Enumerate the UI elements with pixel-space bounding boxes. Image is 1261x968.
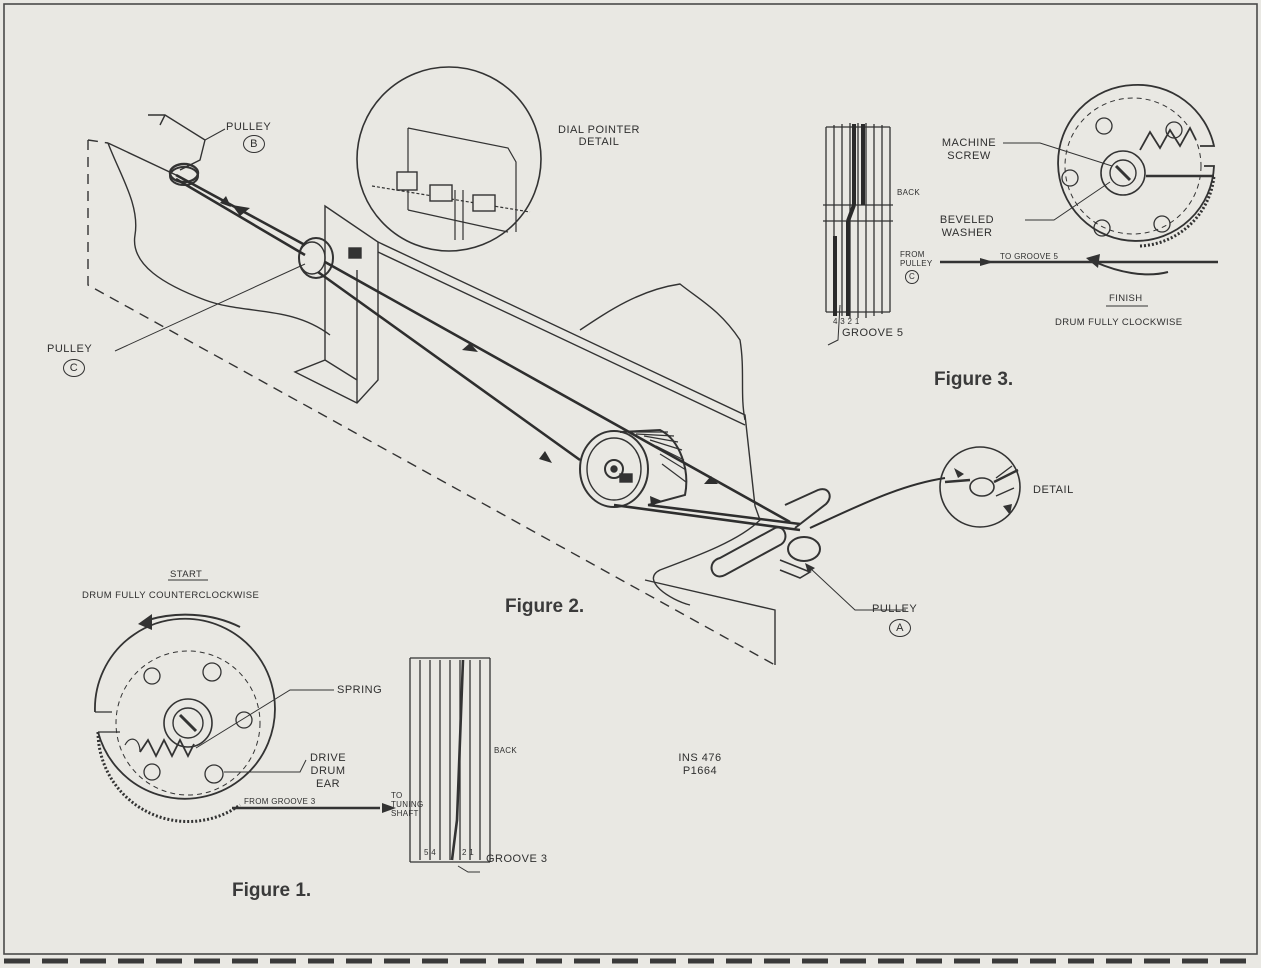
figure-1-caption: Figure 1.	[232, 880, 312, 901]
figure-1-diagram	[94, 579, 491, 873]
figure-3-caption: Figure 3.	[934, 369, 1014, 390]
to-tuning-shaft-label-3: SHAFT	[391, 809, 419, 818]
start-label: START	[170, 569, 203, 580]
finish-label: FINISH	[1109, 293, 1143, 304]
spring-label: SPRING	[337, 684, 383, 696]
groove-5-label: GROOVE 5	[842, 327, 904, 339]
ins-code-line-2: P1664	[682, 765, 718, 777]
beveled-washer-label-2: WASHER	[941, 227, 993, 239]
chassis-cutaway-right	[579, 283, 761, 606]
dial-pointer-detail	[356, 66, 542, 252]
chassis-top-rail	[107, 142, 177, 176]
drive-drum-ear-label-3: EAR	[315, 778, 341, 790]
to-tuning-shaft-label-2: TUNING	[391, 800, 424, 809]
fig1-back-label: BACK	[494, 746, 517, 755]
pulley-c-label: PULLEY	[47, 343, 93, 355]
detail-label: DETAIL	[1033, 484, 1074, 496]
cord-knot-detail	[939, 446, 1021, 528]
drive-drum-ear-label-2: DRUM	[310, 765, 346, 777]
dial-scale-plate	[377, 241, 756, 507]
dial-pointer-detail-label-2: DETAIL	[578, 136, 620, 148]
pulley-b-letter: B	[243, 135, 265, 153]
figure-3-diagram	[823, 83, 1218, 346]
drive-drum-ear-label-1: DRIVE	[309, 752, 347, 764]
tuning-drum	[579, 430, 649, 508]
fig1-groove-numbers-right: 2 1	[462, 848, 475, 857]
pulley-b-label: PULLEY	[226, 121, 272, 133]
to-groove-5-label: TO GROOVE 5	[1000, 252, 1059, 261]
pulley-a-letter: A	[889, 619, 911, 637]
fig1-drum-side	[409, 657, 491, 873]
fig3-groove-numbers: 4 3 2 1	[833, 317, 860, 326]
dial-cord	[175, 173, 946, 532]
drum-fully-counterclockwise-label: DRUM FULLY COUNTERCLOCKWISE	[82, 590, 260, 601]
to-tuning-shaft-label-1: TO	[391, 791, 403, 800]
machine-screw-label-2: SCREW	[947, 150, 991, 162]
figure-2-diagram	[87, 66, 1021, 666]
page-frame	[3, 3, 1258, 955]
ins-code-line-1: INS 476	[678, 752, 722, 764]
figure-2-caption: Figure 2.	[505, 596, 585, 617]
fig3-drum-face	[1003, 83, 1216, 307]
pulley-c-bracket	[293, 204, 379, 404]
fig3-back-label: BACK	[897, 188, 920, 197]
chassis-dashed-outline	[87, 139, 776, 666]
fig1-start-arrow	[147, 613, 241, 628]
from-groove-3-label: FROM GROOVE 3	[244, 797, 316, 806]
chassis-cutaway-left	[107, 142, 331, 336]
pulley-a-assembly	[710, 488, 831, 579]
from-pulley-label-2: PULLEY	[900, 259, 933, 268]
machine-screw-label-1: MACHINE	[941, 137, 997, 149]
cord-direction-arrows	[220, 196, 718, 506]
from-pulley-label-1: FROM	[900, 250, 925, 259]
dial-pointer-detail-label-1: DIAL POINTER	[558, 124, 640, 136]
pulley-c-letter: C	[63, 359, 85, 377]
from-pulley-letter: C	[905, 270, 919, 284]
pulley-a-label: PULLEY	[872, 603, 918, 615]
pulley-b-bracket	[148, 114, 206, 171]
beveled-washer-label-1: BEVELED	[939, 214, 995, 226]
fig1-drum-face	[94, 617, 396, 824]
fig1-groove-numbers-left: 5 4	[424, 848, 437, 857]
drum-fully-clockwise-label: DRUM FULLY CLOCKWISE	[1055, 317, 1183, 328]
groove-3-label: GROOVE 3	[486, 853, 548, 865]
